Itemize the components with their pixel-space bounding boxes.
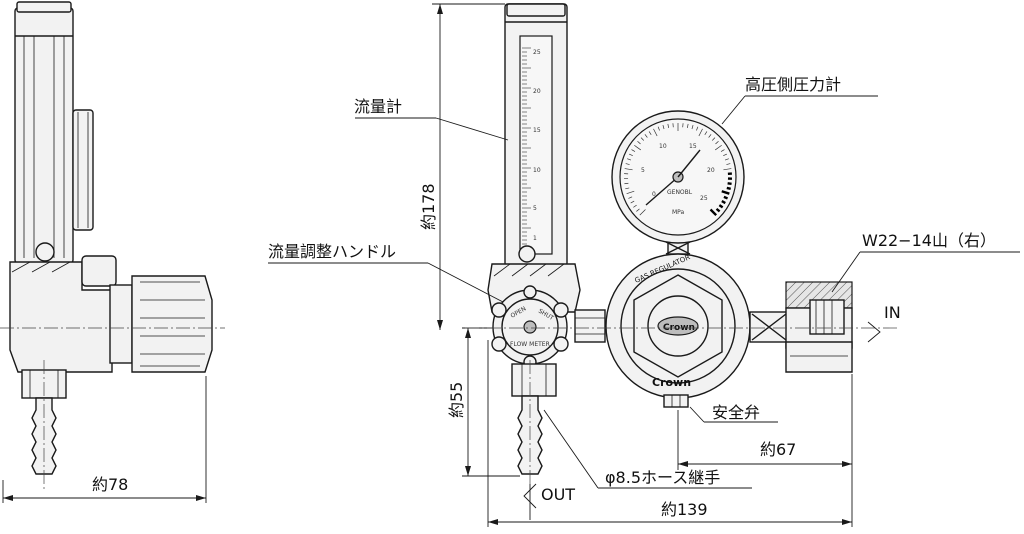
gauge-scale-25: 25 [700, 195, 708, 202]
gauge-scale-tick [624, 183, 628, 184]
gauge-scale-tick [727, 188, 731, 189]
gauge-scale-10: 10 [659, 143, 667, 150]
flow-scale-20: 20 [533, 88, 541, 95]
side-view: 約78 [0, 2, 225, 503]
flow-scale-25: 25 [533, 49, 541, 56]
dim-side-width: 約78 [92, 475, 128, 494]
label-flow-handle: 流量調整ハンドル [268, 242, 396, 261]
safety-valve [664, 395, 688, 407]
label-high-pressure-gauge: 高圧側圧力計 [745, 75, 841, 94]
inlet-nut [786, 282, 852, 372]
gauge-unit: MPa [672, 209, 685, 216]
gauge-scale-tick [722, 201, 726, 203]
regulator-brand: Crown [652, 376, 691, 389]
flow-scale-15: 15 [533, 127, 541, 134]
side-gauge-rim [73, 110, 93, 230]
gauge-brand: GENOBL [667, 189, 693, 196]
flow-scale-5: 5 [533, 205, 537, 212]
high-pressure-gauge: 0 5 10 15 20 25 GENOBL MPa [612, 111, 744, 243]
label-flowmeter: 流量計 [354, 97, 402, 116]
outlet-nut [512, 364, 556, 396]
regulator-body: Crown GAS REGULATOR Crown [606, 253, 750, 398]
label-inlet-thread: W22−14山（右） [862, 231, 996, 250]
gauge-scale-15: 15 [689, 143, 697, 150]
side-adjust-knob [132, 276, 212, 372]
label-safety-valve: 安全弁 [712, 403, 760, 422]
gauge-scale-20: 20 [707, 167, 715, 174]
flow-scale-1: 1 [533, 235, 537, 242]
gauge-scale-tick [728, 183, 732, 184]
flowmeter-tube [520, 36, 552, 254]
dim-width-67: 約67 [760, 440, 796, 459]
knob-flowmeter-label: FLOW METER [510, 341, 550, 348]
flow-scale-10: 10 [533, 167, 541, 174]
dim-outlet-height: 約55 [447, 382, 466, 418]
dim-height: 約178 [419, 183, 438, 230]
side-float-ball [36, 243, 54, 261]
label-outlet: OUT [541, 485, 575, 504]
label-inlet: IN [884, 303, 901, 322]
flowmeter-float [519, 246, 535, 262]
label-hose-fitting: φ8.5ホース継手 [605, 468, 720, 487]
dim-width-139: 約139 [661, 500, 708, 519]
gauge-scale-tick [724, 197, 728, 199]
gauge-scale-5: 5 [641, 167, 645, 174]
